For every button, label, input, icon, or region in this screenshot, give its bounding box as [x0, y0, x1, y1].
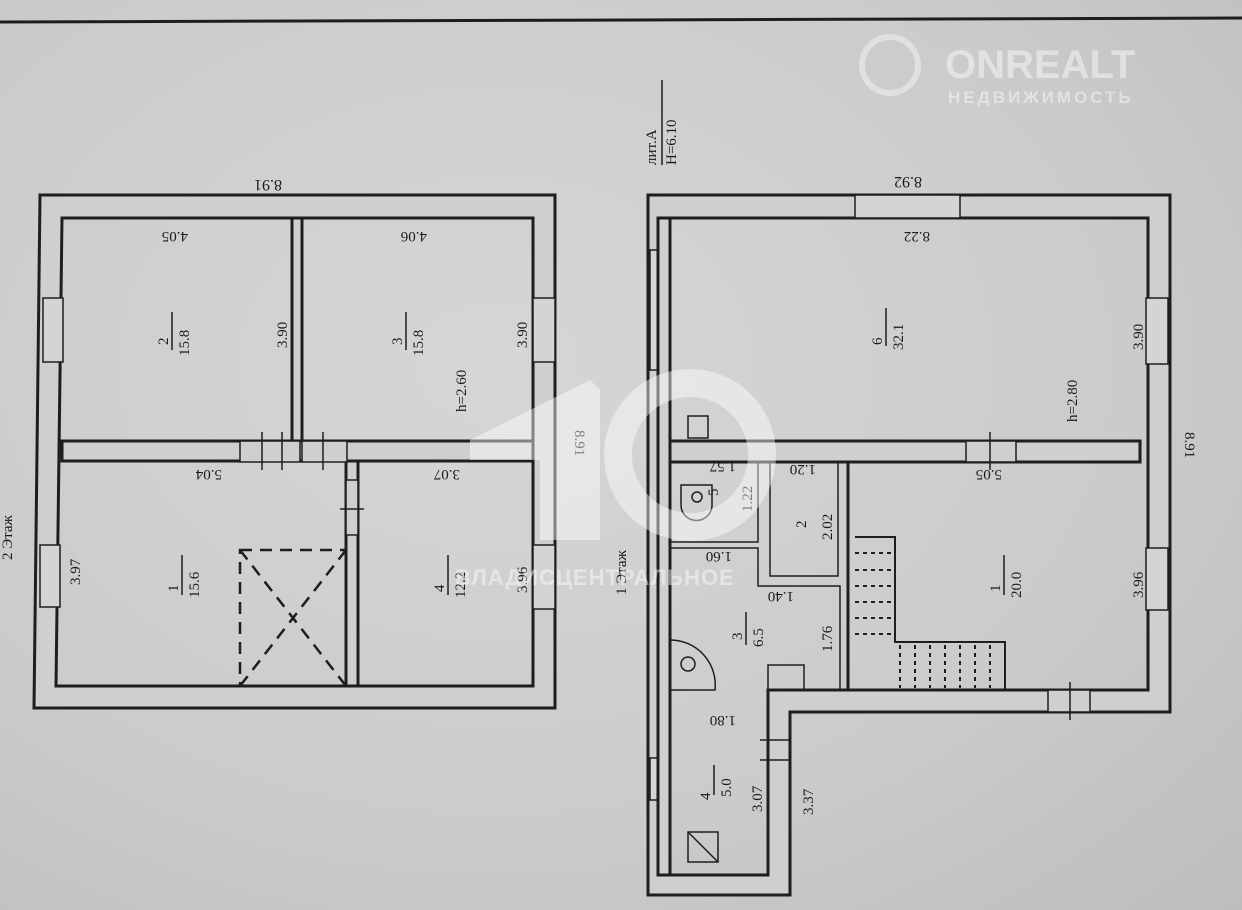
window — [1145, 547, 1169, 611]
svg-text:6: 6 — [870, 337, 886, 345]
dim-label: 3.37 — [801, 788, 817, 815]
heater-icon — [687, 831, 719, 863]
floor1-plan: лит.А H=6.10 8.92 8.22 3.90 h=2.80 8.91 … — [614, 80, 1197, 897]
svg-text:лит.А: лит.А — [644, 129, 660, 165]
svg-text:3: 3 — [730, 633, 746, 641]
svg-text:5.0: 5.0 — [719, 778, 735, 797]
interior-wall — [656, 216, 672, 877]
watermark: ONREALT НЕДВИЖИМОСТЬ ВЛАДИСЦЕНТРАЛЬНОЕ — [455, 34, 1135, 590]
staircase — [855, 536, 1006, 690]
dim-label: 3.90 — [275, 322, 291, 348]
dim-label: 8.92 — [894, 173, 922, 190]
svg-text:6.5: 6.5 — [751, 628, 767, 647]
dim-label: 1.80 — [710, 712, 736, 728]
floor2-plan: 8.91 4.05 4.06 3.90 3.90 h=2.60 5.04 3.0… — [0, 176, 587, 710]
floor2-exterior-wall — [32, 193, 557, 710]
svg-text:4: 4 — [698, 792, 714, 800]
stair-opening — [238, 548, 348, 688]
dim-label: 5.05 — [976, 466, 1002, 482]
ceiling-height: h=2.60 — [454, 370, 470, 412]
toilet-icon — [680, 484, 713, 522]
svg-text:4: 4 — [432, 584, 448, 592]
window — [39, 544, 61, 608]
dim-label: 1.57 — [709, 458, 736, 474]
door — [239, 440, 301, 463]
dim-label: 3.96 — [1131, 571, 1147, 598]
room-6-label: 6 32.1 — [870, 308, 907, 350]
dim-label: 1.22 — [740, 486, 756, 512]
room-2-wall — [769, 461, 839, 577]
dim-label: 3.07 — [750, 785, 766, 812]
svg-text:20.0: 20.0 — [1009, 572, 1025, 598]
dim-label: 5.04 — [195, 466, 222, 482]
svg-text:32.1: 32.1 — [891, 324, 907, 350]
sink-icon — [767, 664, 805, 691]
svg-text:НЕДВИЖИМОСТЬ: НЕДВИЖИМОСТЬ — [948, 88, 1134, 107]
dim-label: 1.40 — [768, 588, 794, 604]
wc-room-wall — [669, 461, 759, 543]
room-4-label: 4 5.0 — [698, 765, 735, 800]
dim-label: 3.90 — [1131, 324, 1147, 350]
room-3-label: 3 15.8 — [390, 312, 427, 356]
svg-text:1: 1 — [988, 585, 1004, 593]
dim-label: 8.91 — [254, 176, 282, 193]
room-2-label: 2 15.8 — [156, 312, 193, 356]
svg-text:ВЛАДИСЦЕНТРАЛЬНОЕ: ВЛАДИСЦЕНТРАЛЬНОЕ — [455, 565, 735, 590]
interior-wall — [668, 439, 1142, 464]
svg-text:12.2: 12.2 — [453, 572, 469, 598]
svg-text:15.8: 15.8 — [411, 330, 427, 356]
window — [532, 297, 556, 363]
room-1-label: 1 15.6 — [166, 555, 203, 598]
sheet-border-line — [0, 16, 1242, 24]
room-3-label: 3 6.5 — [730, 612, 767, 647]
door — [965, 440, 1017, 463]
dim-label: 1.76 — [820, 625, 836, 652]
entrance-door — [1047, 689, 1091, 713]
svg-text:3: 3 — [390, 338, 406, 346]
room-5-label: 5 — [706, 489, 722, 497]
room-1-label: 1 20.0 — [988, 555, 1025, 598]
interior-wall — [290, 216, 304, 445]
svg-text:H=6.10: H=6.10 — [664, 119, 680, 165]
dim-label: 3.97 — [68, 558, 84, 585]
svg-text:15.8: 15.8 — [177, 330, 193, 356]
dim-label: 3.07 — [433, 466, 460, 482]
dim-label: 8.91 — [1181, 432, 1197, 458]
window — [532, 544, 556, 610]
room-2-label: 2 — [794, 521, 810, 529]
window — [42, 297, 64, 363]
ceiling-height: h=2.80 — [1065, 380, 1081, 422]
floor-label: 1 Этаж — [614, 549, 630, 595]
sink-icon — [687, 415, 709, 439]
svg-text:ONREALT: ONREALT — [945, 43, 1135, 87]
dim-label: 4.06 — [400, 228, 427, 244]
svg-text:15.6: 15.6 — [187, 571, 203, 598]
dim-label: 4.05 — [162, 228, 188, 244]
window — [854, 194, 961, 219]
dim-label: 3.96 — [515, 566, 531, 593]
dim-label: 8.91 — [571, 430, 587, 456]
room-4-label: 4 12.2 — [432, 555, 469, 598]
window — [1145, 297, 1169, 365]
letter-height-label: лит.А H=6.10 — [644, 80, 680, 165]
dim-label: 8.22 — [904, 228, 930, 244]
door — [345, 479, 359, 536]
svg-text:1: 1 — [166, 585, 182, 593]
dim-label: 1.20 — [790, 461, 816, 477]
svg-text:2: 2 — [156, 338, 172, 346]
boiler-icon — [669, 639, 717, 691]
floor-label: 2 Этаж — [0, 514, 16, 560]
dim-label: 1.60 — [706, 548, 732, 564]
dim-label: 3.90 — [515, 322, 531, 348]
dim-label: 2.02 — [820, 514, 836, 540]
door — [301, 440, 348, 463]
